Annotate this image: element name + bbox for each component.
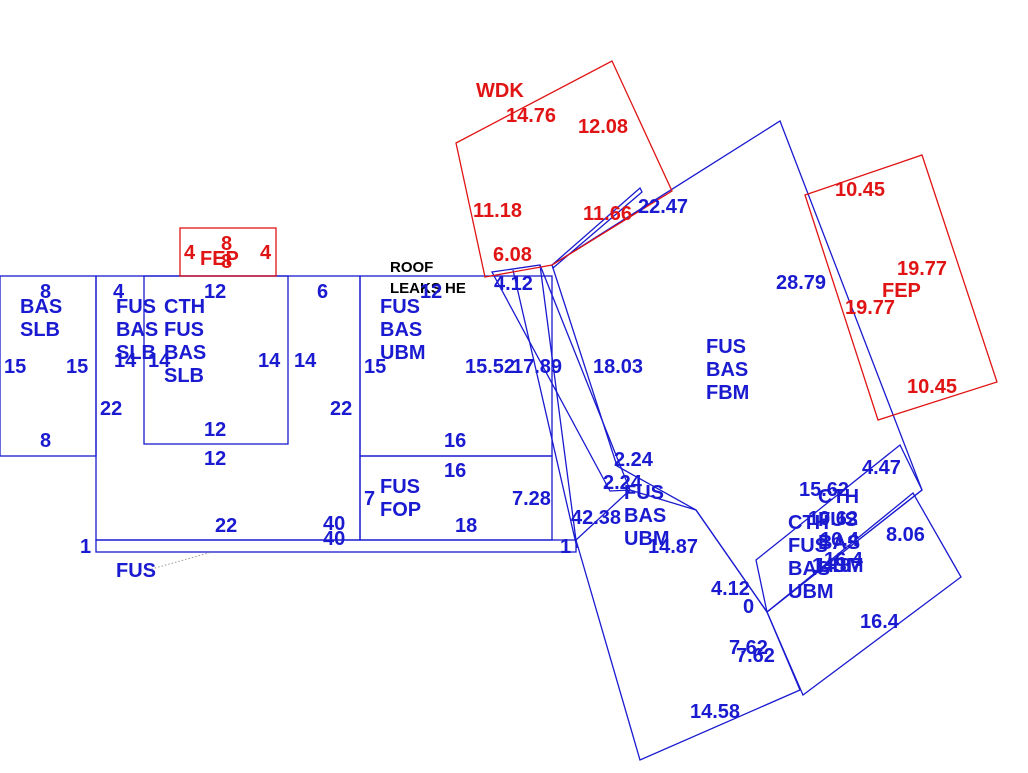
- dimension-label: 16.4: [820, 529, 860, 551]
- dimension-label: 15.52: [465, 356, 515, 378]
- dimension-label: 14: [258, 350, 281, 372]
- dimension-label: 15: [66, 356, 88, 378]
- fus-leader-line: [147, 551, 213, 571]
- dimension-label: 22: [100, 398, 122, 420]
- porch-deck-outlines: [179, 60, 998, 421]
- dimension-label: 14: [114, 350, 137, 372]
- dimension-label: 11.18: [473, 200, 522, 222]
- dimension-label: 8: [221, 251, 232, 273]
- dimension-label: 8.06: [886, 524, 925, 546]
- dimension-label: 19.77: [897, 258, 947, 280]
- cth-fus-bas-ubm-outer-area-outline: [766, 492, 962, 697]
- dimension-label: 2.24: [603, 472, 643, 494]
- dimension-label: 4.47: [862, 457, 901, 479]
- area-label-wdk: WDK: [476, 80, 524, 102]
- dimension-label: 14: [148, 350, 171, 372]
- dimension-label: 4.12: [494, 273, 533, 295]
- fus-bas-ubm-lower-area-outline: [575, 489, 801, 761]
- dimension-label: 22: [330, 398, 352, 420]
- dimension-label: 4: [113, 281, 125, 303]
- fep-small-outline: [179, 227, 277, 277]
- fep-large-outline: [804, 154, 998, 421]
- dimension-label: 10.45: [835, 179, 885, 201]
- dimension-label: 18: [455, 515, 477, 537]
- dimension-label: 10.62: [808, 508, 858, 530]
- area-label-fep-large: FEP: [882, 280, 921, 302]
- stair-link-outline: [551, 186, 643, 270]
- dimension-label: 8: [40, 430, 51, 452]
- dimension-label: 0: [743, 596, 754, 618]
- dimension-label: 14.76: [506, 105, 556, 127]
- dimension-label: 10.45: [907, 376, 957, 398]
- dimension-label: 8: [40, 281, 51, 303]
- dimension-label: 15: [4, 356, 26, 378]
- dimension-label: 6.08: [493, 244, 532, 266]
- dimension-label: 16.4: [824, 549, 864, 571]
- dimension-label: 12: [204, 281, 226, 303]
- dimension-label: 22.47: [638, 196, 688, 218]
- dimension-label: 4: [184, 242, 196, 264]
- connector-wall-outline: [490, 264, 631, 492]
- dimension-label: 42.38: [571, 507, 621, 529]
- dimension-label: 12: [204, 419, 226, 441]
- dimension-label: 7: [364, 488, 375, 510]
- dimension-label: 1: [560, 536, 571, 558]
- dimension-label: 28.79: [776, 272, 826, 294]
- dimension-label: 7.62: [729, 637, 768, 659]
- dimension-labels-blue: 8 8 15 15 4 12 14 14 14 14 22 22 12 12 6…: [4, 196, 925, 723]
- cth-fus-bas-ubm-area-outline: [755, 443, 923, 614]
- dimension-label: 1: [80, 536, 91, 558]
- dimension-label: 16: [444, 430, 466, 452]
- dimension-label: 2.24: [614, 449, 654, 471]
- dimension-label: 8: [221, 233, 232, 255]
- dimension-label: 6: [317, 281, 328, 303]
- dimension-label: 14.58: [690, 701, 740, 723]
- dimension-label: 22: [215, 515, 237, 537]
- dimension-label: 16: [444, 460, 466, 482]
- dimension-label: 12.08: [578, 116, 628, 138]
- area-label-fus-strip: FUS: [116, 560, 156, 582]
- building-outlines: [0, 120, 962, 761]
- dimension-label: 7.28: [512, 488, 551, 510]
- connector-inner-wall-outline: [512, 264, 578, 549]
- dimension-label: 14.87: [648, 536, 698, 558]
- area-label-fep-small: FEP: [200, 248, 239, 270]
- dimension-label: 7.62: [736, 645, 775, 667]
- dimension-label: 4.12: [711, 578, 750, 600]
- dimension-label: 4: [260, 242, 272, 264]
- dimension-label: 14: [294, 350, 317, 372]
- dimension-label: 12: [420, 281, 442, 303]
- dimension-label: 40: [323, 513, 345, 535]
- dimension-label: 12: [204, 448, 226, 470]
- dimension-label: 17.89: [512, 356, 562, 378]
- dimension-label: 14.87: [812, 555, 862, 577]
- wdk-outline: [455, 60, 673, 278]
- dimension-label: 19.77: [845, 297, 895, 319]
- dimension-label: 40: [323, 528, 345, 550]
- dimension-label: 11.66: [583, 203, 632, 225]
- dimension-labels-red: 4 4 8 8 14.76 12.08 11.18 11.66 6.08 10.…: [184, 105, 957, 398]
- dimension-label: 15: [364, 356, 386, 378]
- dimension-label: 15.62: [799, 479, 849, 501]
- dimension-label: 16.4: [860, 611, 900, 633]
- dimension-label: 18.03: [593, 356, 643, 378]
